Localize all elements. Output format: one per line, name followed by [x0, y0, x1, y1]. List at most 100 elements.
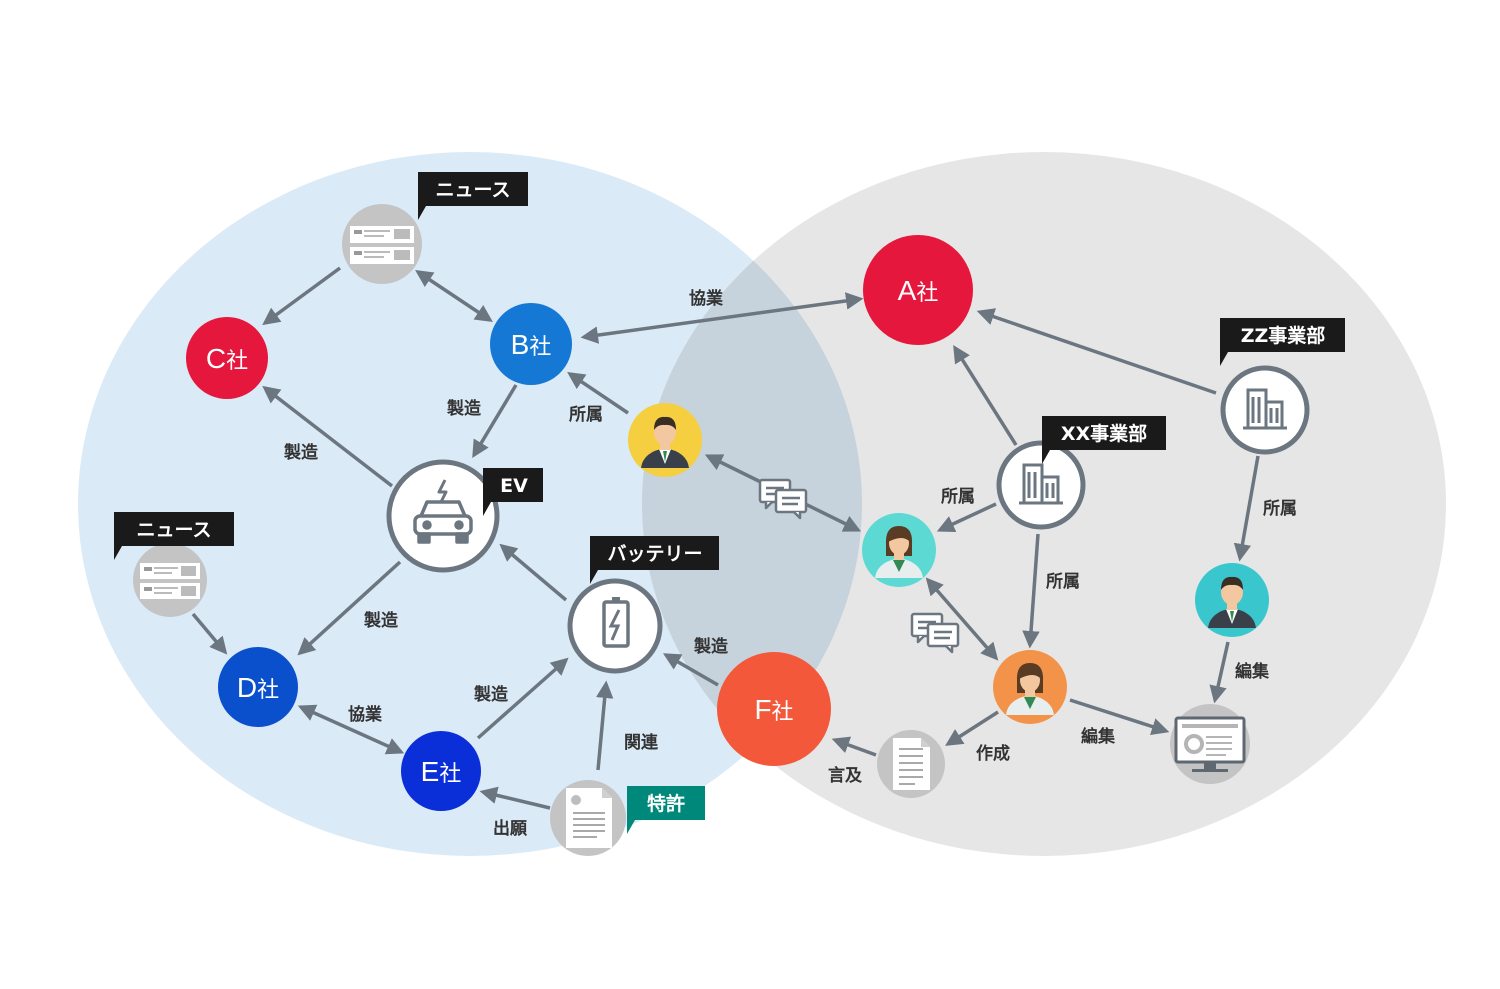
- company-d-label: D社: [237, 672, 279, 703]
- label-seizo-ev-c: 製造: [283, 442, 319, 463]
- tag-patent: 特許: [627, 786, 705, 834]
- svg-text:EV: EV: [500, 475, 528, 497]
- certificate-document-icon: [566, 788, 612, 848]
- edge-e-battery: [476, 657, 569, 740]
- xx-division-node[interactable]: [996, 440, 1086, 530]
- news-node-top[interactable]: [342, 204, 422, 284]
- edge-ev-c: [262, 385, 394, 488]
- tag-xx-division: XX事業部: [1042, 416, 1166, 464]
- label-henshu-teal: 編集: [1235, 661, 1270, 682]
- company-b-label: B社: [511, 329, 552, 360]
- tag-zz-division: ZZ事業部: [1220, 318, 1345, 366]
- svg-text:ニュース: ニュース: [136, 519, 211, 541]
- edge-cyan-orange: [925, 577, 999, 661]
- person-node-cyan[interactable]: [862, 513, 936, 587]
- edge-ev-d: [297, 560, 402, 656]
- company-a-label: A社: [898, 275, 939, 306]
- svg-text:XX事業部: XX事業部: [1061, 422, 1147, 445]
- dashboard-monitor-icon: [1174, 716, 1246, 772]
- edge-zz-teal: [1233, 455, 1260, 562]
- edge-person-b: [567, 372, 629, 415]
- company-b-circle: [490, 303, 572, 385]
- edge-orange-monitor: [1069, 698, 1170, 736]
- company-f-label: F社: [754, 694, 793, 725]
- battery-charge-icon: [602, 597, 630, 648]
- electric-car-icon: [413, 479, 473, 544]
- svg-text:ニュース: ニュース: [435, 179, 510, 201]
- label-sakusei: 作成: [976, 743, 1010, 764]
- zz-division-node[interactable]: [1220, 365, 1310, 455]
- tag-ev: EV: [483, 468, 543, 516]
- svg-text:バッテリー: バッテリー: [607, 543, 702, 565]
- edge-news-c: [262, 266, 342, 326]
- company-d-node[interactable]: D社: [218, 647, 298, 727]
- edge-patent-battery: [595, 680, 614, 771]
- company-a-circle: [863, 235, 973, 345]
- edge-f-battery: [662, 653, 719, 687]
- tag-battery: バッテリー: [590, 536, 719, 584]
- label-kanren: 関連: [624, 732, 659, 753]
- chat-bubbles-icon: [910, 612, 960, 654]
- document-icon: [893, 738, 930, 790]
- company-e-circle: [401, 731, 481, 811]
- businesswoman-icon: [1006, 663, 1054, 715]
- edge-xx-orange: [1022, 533, 1040, 649]
- company-e-node[interactable]: E社: [401, 731, 481, 811]
- monitor-node[interactable]: [1170, 704, 1250, 784]
- businessman-icon: [641, 416, 689, 468]
- label-henshu-orange: 編集: [1081, 726, 1116, 747]
- businesswoman-icon: [875, 526, 923, 578]
- company-b-node[interactable]: B社: [490, 303, 572, 385]
- label-seizo-ev-d: 製造: [363, 610, 399, 631]
- company-f-circle: [717, 652, 831, 766]
- news-node-left[interactable]: [133, 543, 207, 617]
- company-f-node[interactable]: F社: [717, 652, 831, 766]
- edge-patent-e: [479, 786, 551, 810]
- label-seizo-f-battery: 製造: [693, 636, 729, 657]
- svg-text:ZZ事業部: ZZ事業部: [1241, 324, 1326, 347]
- edge-doc-f: [831, 736, 877, 757]
- person-node-yellow[interactable]: [628, 403, 702, 477]
- newspaper-icon: [140, 563, 200, 599]
- businessman-icon: [1208, 576, 1256, 628]
- edge-zz-a: [976, 308, 1217, 395]
- edge-xx-a: [953, 345, 1018, 446]
- edge-teal-monitor: [1209, 641, 1230, 704]
- tag-news-left: ニュース: [114, 512, 234, 560]
- edge-b-ev: [472, 384, 518, 459]
- company-c-label: C社: [206, 343, 248, 374]
- edge-xx-cyan: [936, 502, 997, 533]
- label-seizo-b-ev: 製造: [446, 398, 482, 419]
- label-shozoku-zz-teal: 所属: [1263, 499, 1297, 519]
- patent-node[interactable]: [550, 780, 626, 856]
- company-c-circle: [186, 317, 268, 399]
- label-kyogyo-de: 協業: [348, 704, 382, 725]
- edge-b-a: [580, 292, 864, 344]
- office-building-icon: [1243, 388, 1287, 430]
- person-node-teal[interactable]: [1195, 563, 1269, 637]
- label-seizo-e-battery: 製造: [473, 684, 509, 705]
- edge-labels: 協業 製造 所属 製造 製造 協業 製造 製造 関連 出願 所属 所属 所属 編…: [283, 288, 1297, 839]
- edge-d-e: [297, 704, 405, 755]
- newspaper-icon: [350, 226, 414, 264]
- label-shozoku-xx-cyan: 所属: [941, 487, 975, 507]
- ev-node[interactable]: [386, 459, 500, 573]
- chat-bubbles-icon: [758, 478, 808, 520]
- person-node-orange[interactable]: [993, 650, 1067, 724]
- company-d-circle: [218, 647, 298, 727]
- office-building-icon: [1019, 463, 1063, 505]
- label-shozoku-xx-orange: 所属: [1046, 572, 1080, 592]
- tag-news-top: ニュース: [418, 172, 528, 220]
- label-genkyu: 言及: [828, 765, 863, 786]
- company-a-node[interactable]: A社: [863, 235, 973, 345]
- company-e-label: E社: [421, 756, 462, 787]
- edges: [191, 266, 1260, 810]
- edge-news-b: [415, 270, 493, 322]
- label-kyogyo-ab: 協業: [689, 288, 723, 309]
- edge-news2-d: [191, 612, 228, 655]
- svg-text:特許: 特許: [647, 792, 685, 815]
- document-node[interactable]: [877, 730, 945, 798]
- battery-node[interactable]: [567, 578, 663, 674]
- company-c-node[interactable]: C社: [186, 317, 268, 399]
